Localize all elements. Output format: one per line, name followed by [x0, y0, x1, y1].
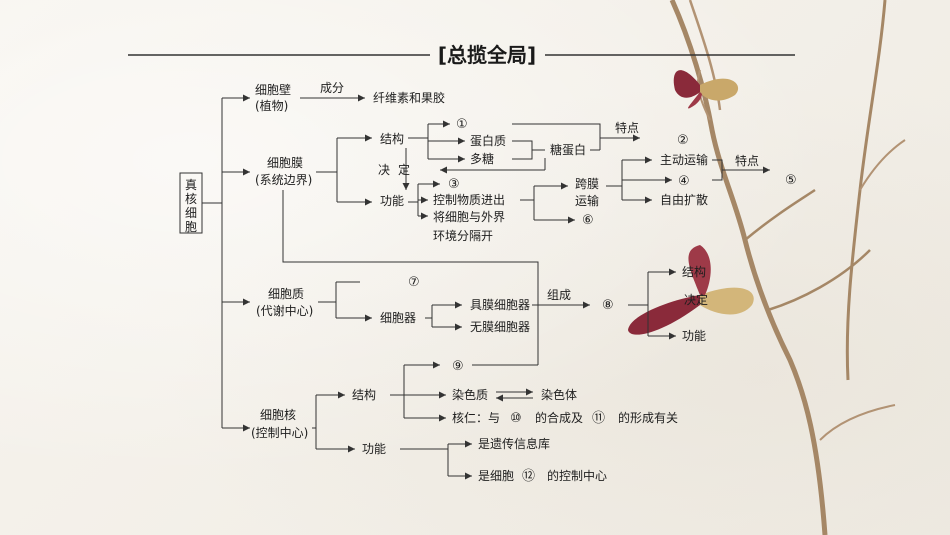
- control-center-prefix: 是细胞: [478, 469, 514, 483]
- membrane-structure: 结构: [380, 131, 404, 146]
- blank-8: ⑧: [602, 298, 614, 313]
- blank-3: ③: [448, 177, 460, 192]
- cell-wall-component: 纤维素和果胶: [373, 90, 445, 105]
- blank-7: ⑦: [408, 275, 420, 290]
- transport-label-2: 运输: [575, 193, 599, 208]
- nucleus-function: 功能: [362, 442, 386, 456]
- cell-wall-label: 细胞壁: [255, 82, 291, 97]
- blank-4: ④: [678, 174, 690, 189]
- butterfly-top: [673, 70, 739, 109]
- feature-label-2: 特点: [735, 153, 759, 168]
- separate-label-2: 环境分隔开: [433, 228, 493, 243]
- decides-char-2: 定: [398, 162, 410, 177]
- chromosome-label: 染色体: [541, 387, 577, 402]
- membrane-sublabel: (系统边界): [255, 173, 312, 187]
- blank-9: ⑨: [452, 359, 464, 374]
- membranous-organelle: 具膜细胞器: [470, 298, 530, 312]
- root-char-3: 细: [185, 206, 197, 220]
- blank-10: ⑩: [510, 411, 522, 426]
- nucleus-structure: 结构: [352, 387, 376, 402]
- glycoprotein-label: 糖蛋白: [550, 142, 586, 157]
- organelle-function: 功能: [682, 329, 706, 343]
- nucleolus-suffix: 的形成有关: [618, 410, 678, 425]
- butterfly-bottom: [628, 245, 754, 335]
- root-char-2: 核: [185, 192, 197, 206]
- cytoplasm-sublabel: (代谢中心): [256, 303, 313, 318]
- membrane-label: 细胞膜: [267, 156, 303, 170]
- cytoplasm-label: 细胞质: [268, 287, 304, 301]
- nucleolus-prefix: 核仁：与: [452, 411, 500, 425]
- compose-label: 组成: [547, 288, 571, 302]
- control-center-suffix: 的控制中心: [547, 468, 607, 483]
- membrane-function: 功能: [380, 194, 404, 208]
- blank-6: ⑥: [582, 213, 594, 228]
- separate-label-1: 将细胞与外界: [433, 210, 505, 224]
- organelle-label: 细胞器: [380, 311, 416, 325]
- organelle-structure: 结构: [682, 264, 706, 279]
- title-bar: [总揽全局]: [128, 43, 795, 67]
- blank-1: ①: [456, 117, 468, 132]
- transport-label-1: 跨膜: [575, 177, 599, 191]
- feature-label-1: 特点: [615, 120, 639, 135]
- genetic-library-label: 是遗传信息库: [478, 436, 550, 451]
- active-transport-label: 主动运输: [660, 152, 708, 167]
- nucleus-label: 细胞核: [260, 408, 296, 422]
- page-title: [总揽全局]: [438, 43, 536, 67]
- root-char-4: 胞: [185, 220, 197, 234]
- polysaccharide-label: 多糖: [470, 151, 494, 166]
- blank-12: ⑫: [522, 469, 535, 484]
- blank-2: ②: [677, 133, 689, 148]
- chromatin-label: 染色质: [452, 387, 488, 402]
- control-label: 控制物质进出: [433, 193, 505, 207]
- organelle-decides: 决定: [684, 292, 708, 307]
- root-char-1: 真: [185, 178, 197, 192]
- nucleolus-middle: 的合成及: [535, 410, 583, 425]
- composition-arrow-label: 成分: [320, 81, 344, 95]
- free-diffusion-label: 自由扩散: [660, 192, 708, 207]
- cell-wall-sublabel: (植物): [255, 98, 288, 113]
- blank-11: ⑪: [592, 411, 605, 426]
- nucleus-sublabel: (控制中心): [251, 425, 308, 440]
- non-membranous-organelle: 无膜细胞器: [470, 320, 530, 334]
- protein-label: 蛋白质: [470, 133, 506, 148]
- decides-char-1: 决: [378, 163, 390, 177]
- blank-5: ⑤: [785, 173, 797, 188]
